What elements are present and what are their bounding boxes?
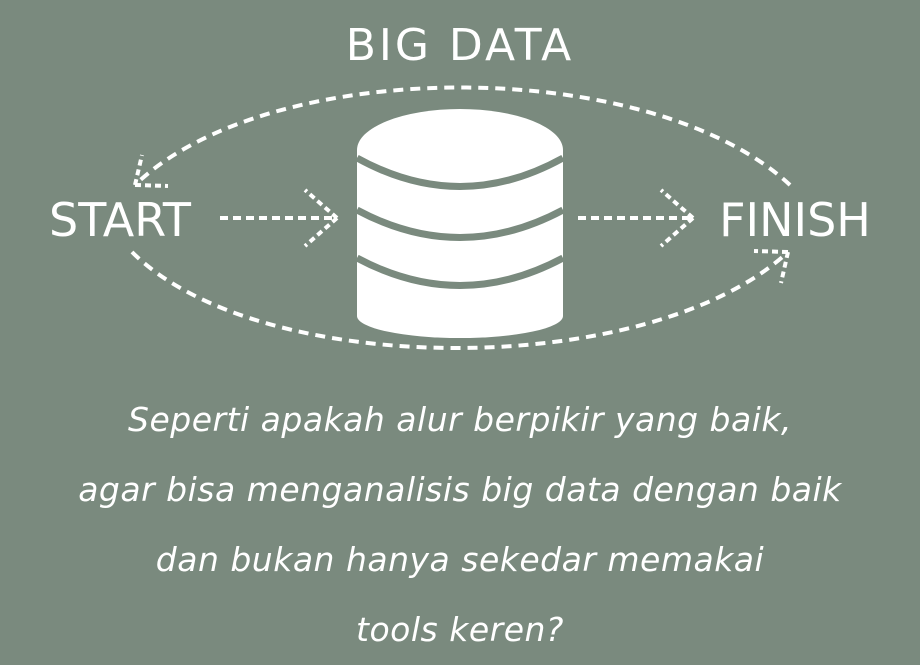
flow-diagram: BIG DATA START	[49, 20, 871, 350]
caption-line-2: agar bisa menganalisis big data dengan b…	[78, 470, 842, 509]
diagram-canvas: BIG DATA START	[49, 20, 871, 350]
top-loop-arrowhead	[133, 154, 169, 188]
top-loop-arrow	[133, 85, 792, 187]
start-label: START	[49, 193, 192, 247]
finish-label: FINISH	[719, 193, 871, 247]
database-to-finish-arrowhead	[659, 188, 695, 248]
caption-line-3: dan bukan hanya sekedar memakai	[155, 540, 765, 579]
diagram-title: BIG DATA	[346, 20, 575, 71]
bottom-loop-arrowhead	[753, 249, 790, 284]
database-icon	[355, 109, 565, 338]
start-to-database-arrowhead	[303, 188, 339, 248]
caption-line-4: tools keren?	[356, 610, 564, 649]
caption-line-1: Seperti apakah alur berpikir yang baik,	[128, 400, 792, 439]
bottom-loop-arrow	[130, 250, 790, 350]
question-caption: Seperti apakah alur berpikir yang baik, …	[0, 385, 920, 665]
